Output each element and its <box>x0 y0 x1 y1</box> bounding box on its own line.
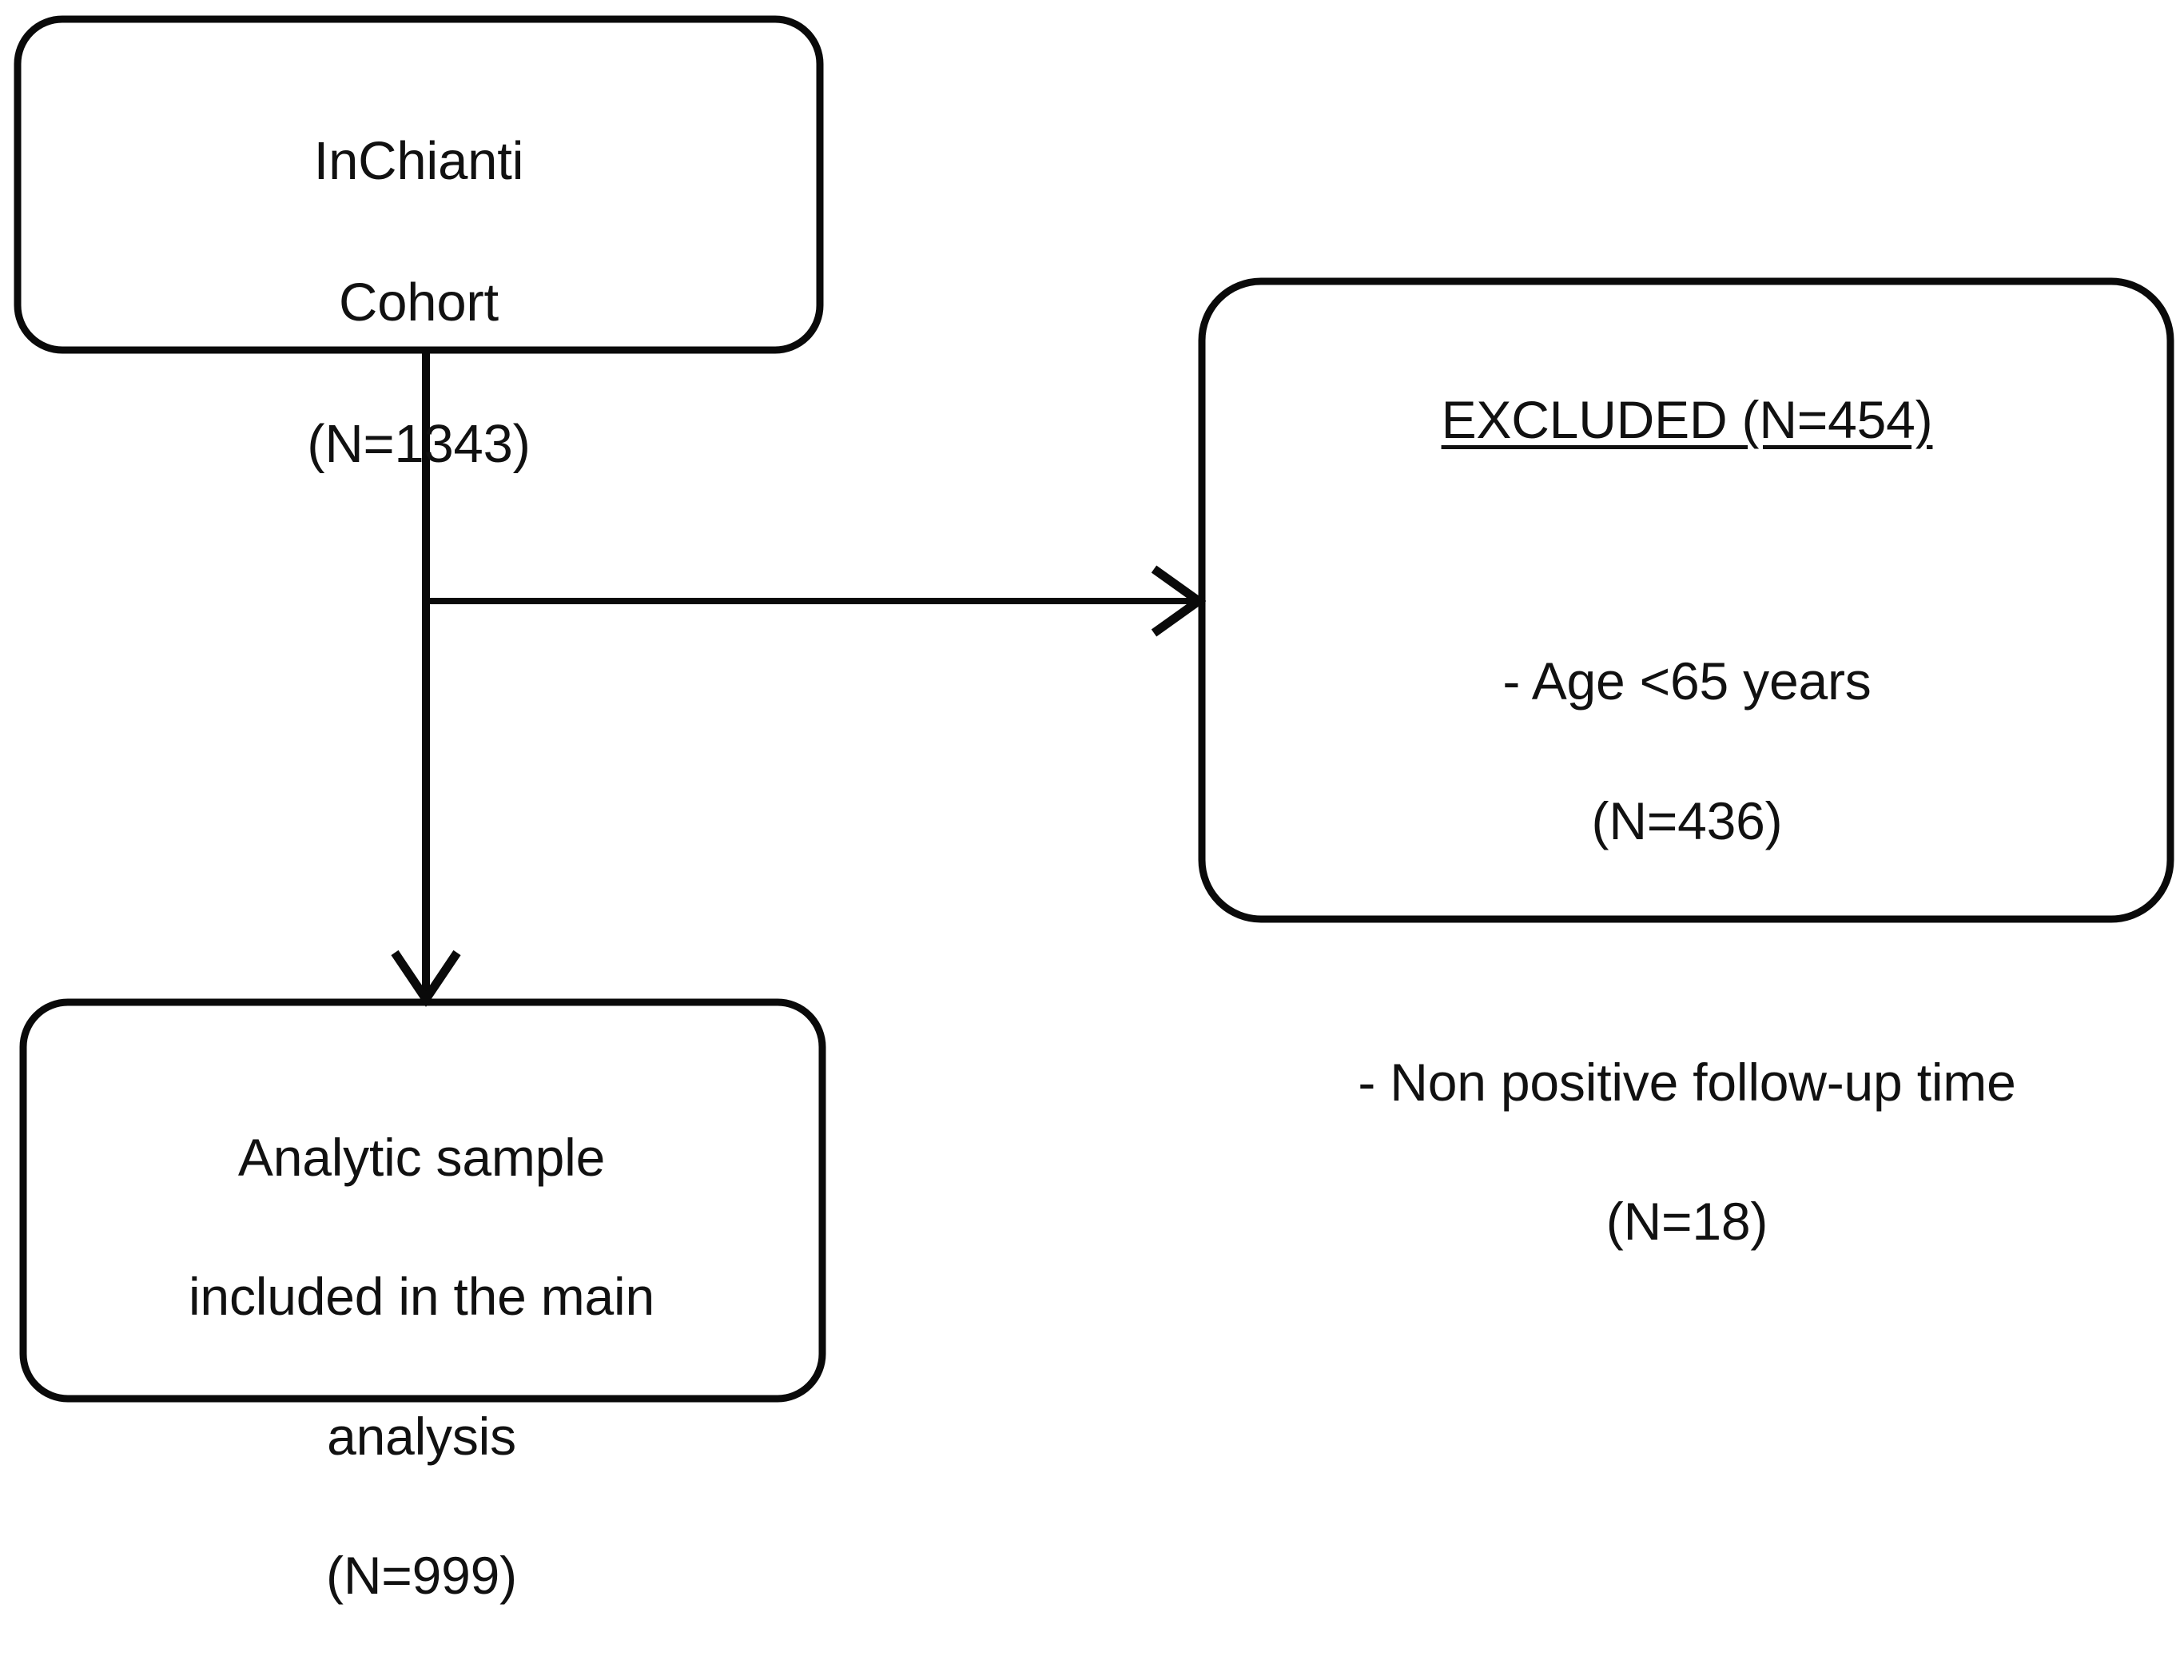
flowchart-graphics <box>14 15 2174 1403</box>
analytic-sample-label: Analytic sample included in the main ana… <box>20 1053 823 1680</box>
excluded-spacer-2 <box>1199 926 2175 978</box>
cohort-line-2: Cohort <box>339 273 499 333</box>
cohort-line-1: InChianti <box>313 131 524 192</box>
flowchart-canvas: InChianti Cohort (N=1343) EXCLUDED (N=45… <box>14 15 2175 1605</box>
inchianti-cohort-label: InChianti Cohort (N=1343) <box>14 56 823 551</box>
analytic-count: (N=999) <box>326 1545 517 1605</box>
cohort-count: (N=1343) <box>307 414 531 475</box>
excluded-spacer-1 <box>1199 524 2175 577</box>
excluded-label: EXCLUDED (N=454) - Age <65 years (N=436)… <box>1199 316 2175 1326</box>
analytic-line-1: Analytic sample <box>237 1128 606 1188</box>
arrowhead-down-icon <box>391 949 461 1007</box>
excluded-title: EXCLUDED (N=454) <box>1441 390 1933 450</box>
arrowhead-right-icon <box>1151 565 1207 637</box>
excluded-title-line: EXCLUDED (N=454) <box>1199 385 2175 455</box>
excluded-reason-2-count: (N=18) <box>1605 1192 1768 1252</box>
inchianti-cohort-box-shape <box>14 15 824 354</box>
analytic-line-3: analysis <box>327 1406 516 1466</box>
excluded-reason-1-line-1: - Age <65 years <box>1502 651 1872 711</box>
analytic-sample-box-shape <box>19 998 826 1403</box>
excluded-reason-2-line-1: - Non positive follow-up time <box>1358 1052 2016 1112</box>
analytic-line-2: included in the main <box>188 1267 655 1327</box>
excluded-reason-1-count: (N=436) <box>1591 790 1783 850</box>
